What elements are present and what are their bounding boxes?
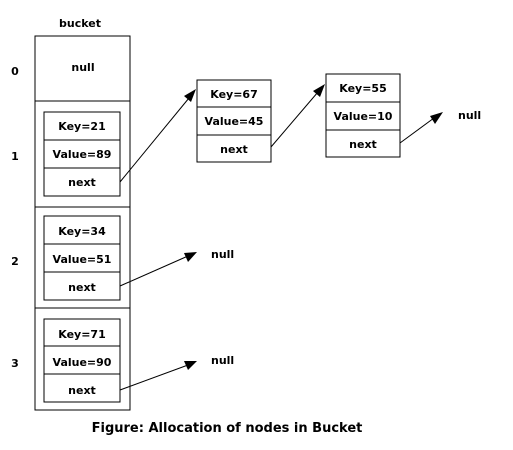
bucket-index-0: 0: [11, 65, 19, 78]
node-box: [196, 79, 272, 163]
pointer-arrow: [119, 252, 197, 287]
null-label: null: [458, 109, 481, 122]
node-value: Value=89: [53, 148, 112, 161]
node-key: Key=21: [58, 120, 106, 133]
pointer-arrow: [270, 84, 325, 148]
bucket-index-1: 1: [11, 150, 19, 163]
bucket-index-2: 2: [11, 255, 19, 268]
node-value: Value=51: [53, 253, 112, 266]
node-value: Value=90: [53, 356, 112, 369]
node-box: [325, 73, 401, 158]
node-key: Key=67: [210, 88, 258, 101]
node-next: next: [220, 143, 248, 156]
node-box: [43, 318, 121, 403]
bucket-2-node: Key=34 Value=51 next: [43, 215, 121, 301]
bucket-index-3: 3: [11, 357, 19, 370]
node-next: next: [68, 384, 96, 397]
node-box: [43, 111, 121, 197]
bucket-0-null-text: null: [71, 61, 94, 74]
null-label: null: [211, 248, 234, 261]
node-next: next: [349, 138, 377, 151]
null-label: null: [211, 354, 234, 367]
pointer-arrow: [399, 112, 443, 144]
node-key: Key=71: [58, 328, 106, 341]
node-next: next: [68, 176, 96, 189]
node-value: Value=45: [205, 115, 264, 128]
bucket-1-node: Key=21 Value=89 next: [43, 111, 121, 197]
node-key: Key=55: [339, 82, 387, 95]
figure-caption: Figure: Allocation of nodes in Bucket: [92, 421, 363, 436]
pointer-arrow: [119, 89, 196, 183]
node-key: Key=34: [58, 225, 106, 238]
pointer-arrow: [119, 361, 197, 391]
bucket-title: bucket: [59, 17, 101, 30]
chain-node-2: Key=55 Value=10 next: [325, 73, 401, 158]
node-value: Value=10: [334, 110, 393, 123]
bucket-3-node: Key=71 Value=90 next: [43, 318, 121, 403]
node-box: [43, 215, 121, 301]
chain-node-1: Key=67 Value=45 next: [196, 79, 272, 163]
node-next: next: [68, 281, 96, 294]
